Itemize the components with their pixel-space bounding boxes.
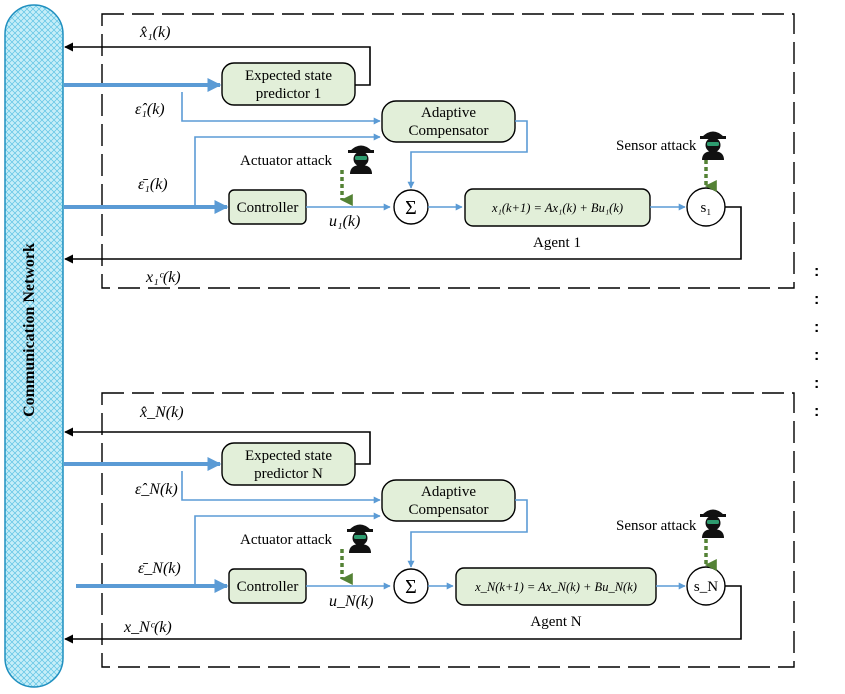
hacker-icon — [347, 524, 373, 553]
eps-hat-label: ε̂₁(k) — [135, 101, 165, 118]
ellipsis-dot: : — [814, 291, 819, 308]
xc-feedback-line — [64, 585, 742, 644]
x-hat-label: x̂_N(k) — [139, 404, 184, 421]
communication-network: Communication Network — [4, 4, 64, 688]
ellipsis-dot: : — [814, 319, 819, 336]
eps-hat-label: ε̂_N(k) — [135, 481, 178, 498]
eps-bar-label: ε̄₁(k) — [138, 176, 168, 193]
compensator-label-line2: Compensator — [409, 502, 489, 518]
compensator-output-line — [407, 499, 528, 568]
communication-network-bar — [4, 4, 64, 688]
x-c-label: x₁ᶜ(k) — [145, 269, 181, 286]
sum-symbol: Σ — [405, 576, 417, 598]
ellipsis-dot: : — [814, 347, 819, 364]
xc-feedback-line — [64, 206, 742, 264]
agent-n-subsystem: x̂_N(k) Expected state predictor N ε̂_N(… — [64, 392, 795, 668]
x-c-label: x_Nᶜ(k) — [123, 619, 172, 636]
actuator-attack-label: Actuator attack — [240, 532, 333, 548]
hacker-icon — [700, 131, 726, 160]
actuator-attack-label: Actuator attack — [240, 153, 333, 169]
eps-bar-label: ε̄_N(k) — [138, 560, 181, 577]
sensor-label: s₁ — [700, 200, 711, 216]
ellipsis-dot: : — [814, 375, 819, 392]
sensor-attack-label: Sensor attack — [616, 518, 697, 534]
predictor-label-line1: Expected state — [245, 68, 332, 84]
ellipsis-dot: : — [814, 263, 819, 280]
compensator-label-line1: Adaptive — [421, 105, 476, 121]
agent-label: Agent 1 — [533, 235, 581, 251]
agent-ellipsis: : : : : : : — [814, 263, 819, 420]
compensator-label-line1: Adaptive — [421, 484, 476, 500]
sensor-attack-label: Sensor attack — [616, 138, 697, 154]
controller-label: Controller — [237, 579, 299, 595]
predictor-label-line1: Expected state — [245, 448, 332, 464]
hacker-icon — [348, 145, 374, 174]
u-label: u₁(k) — [329, 213, 360, 230]
predictor-label-line2: predictor N — [254, 466, 323, 482]
xhat-feedback-line — [64, 427, 371, 465]
ellipsis-dot: : — [814, 403, 819, 420]
communication-network-label: Communication Network — [21, 243, 38, 417]
xhat-feedback-line — [64, 42, 371, 86]
u-label: u_N(k) — [329, 593, 373, 610]
predictor-label-line2: predictor 1 — [256, 86, 321, 102]
eps-bar-to-compensator-line — [194, 133, 381, 207]
expected-state-predictor-block — [221, 442, 356, 486]
controller-label: Controller — [237, 200, 299, 216]
expected-state-predictor-block — [221, 62, 356, 106]
eps-bar-to-compensator-line — [194, 512, 381, 586]
compensator-label-line2: Compensator — [409, 123, 489, 139]
agent-label: Agent N — [530, 614, 581, 630]
agent-dynamics-equation: x_N(k+1) = Ax_N(k) + Bu_N(k) — [474, 580, 637, 594]
agent-boundary — [101, 13, 795, 289]
agent-1-subsystem: x̂₁(k) Expected state predictor 1 ε̂₁(k)… — [64, 13, 795, 289]
eps-hat-line — [181, 471, 381, 504]
agent-dynamics-equation: x₁(k+1) = Ax₁(k) + Bu₁(k) — [491, 201, 623, 215]
agent-boundary — [101, 392, 795, 668]
compensator-output-line — [407, 120, 528, 189]
x-hat-label: x̂₁(k) — [139, 24, 170, 41]
sensor-label: s_N — [694, 579, 718, 595]
eps-hat-line — [181, 92, 381, 125]
hacker-icon — [700, 509, 726, 538]
sum-symbol: Σ — [405, 197, 417, 219]
